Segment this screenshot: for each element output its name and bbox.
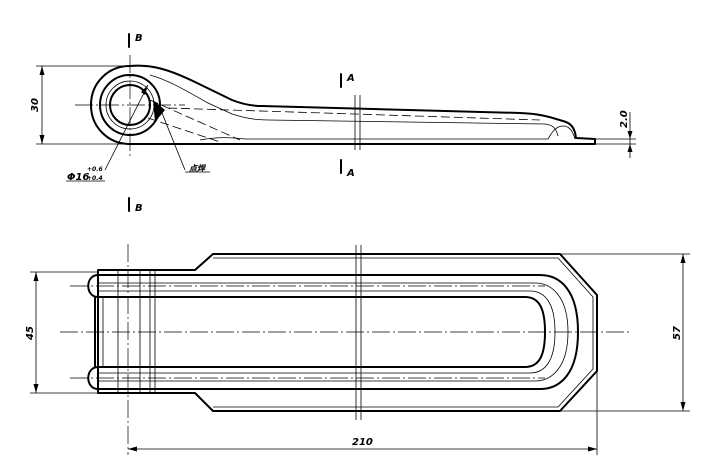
section-b-label-bottom: B	[135, 203, 143, 214]
dim-210-label: 210	[352, 437, 373, 448]
side-view: A A B 30 2.0 Φ16 +0.6 +0.4 点焊	[30, 33, 636, 183]
side-bump	[547, 125, 576, 140]
dim-57-label: 57	[672, 326, 683, 340]
side-hidden-line-1	[149, 99, 241, 141]
dim-210-arrow-left	[128, 446, 137, 452]
weld-leader	[161, 112, 186, 171]
dim-45-label: 45	[25, 326, 36, 341]
dim-30-arrow-top	[39, 66, 45, 75]
side-outline-inner	[149, 74, 559, 137]
hole-tol-lower: +0.4	[87, 175, 103, 182]
section-b-label-top: B	[135, 33, 143, 44]
plate-inner-outline	[213, 257, 594, 408]
wire-loop-outer	[97, 274, 579, 390]
side-bottom-inner	[199, 137, 548, 141]
side-hidden-line-3	[167, 107, 541, 121]
top-view: 45 57 210	[25, 244, 690, 455]
dim-57-arrow-top	[680, 254, 686, 263]
plate-outline	[97, 253, 598, 412]
section-a-label-top: A	[346, 73, 355, 84]
dim-57-arrow-bottom	[680, 402, 686, 411]
dim-thk-arrow-top	[627, 131, 633, 139]
hole-leader	[104, 84, 149, 171]
dim-30-label: 30	[30, 98, 41, 112]
dim-30-arrow-bottom	[39, 135, 45, 144]
weld-symbol	[153, 100, 165, 122]
hole-dia-label: Φ16	[67, 172, 89, 183]
weld-note: 点焊	[188, 164, 207, 173]
dim-thk-arrow-bottom	[627, 144, 633, 152]
section-a-label-bottom: A	[346, 168, 355, 179]
dim-45-arrow-top	[33, 272, 39, 281]
hole-leader-arrow	[141, 85, 148, 95]
dim-thk-label: 2.0	[619, 110, 630, 128]
dim-210-arrow-right	[588, 446, 597, 452]
hole-tol-upper: +0.6	[87, 166, 103, 173]
dim-45-arrow-bottom	[33, 384, 39, 393]
